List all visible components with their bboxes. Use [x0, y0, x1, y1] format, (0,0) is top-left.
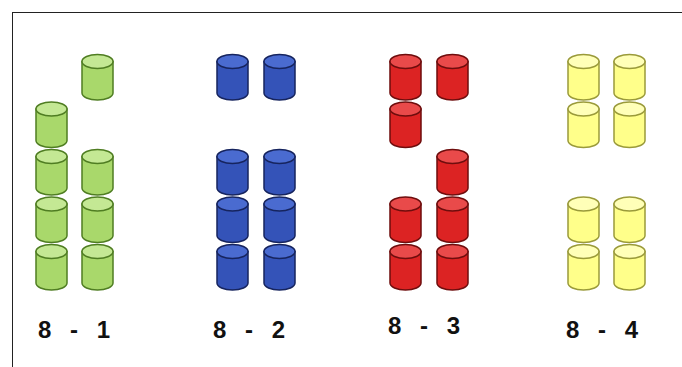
cylinder-top	[217, 55, 248, 69]
cylinder-top	[568, 102, 599, 116]
cylinder-top	[82, 245, 113, 259]
cylinder-top	[390, 102, 421, 116]
cylinder-block	[568, 55, 599, 101]
cylinder-top	[437, 245, 468, 259]
cylinder-block	[614, 197, 645, 243]
cylinder-block	[36, 150, 67, 195]
frame-border	[13, 13, 682, 367]
cylinder-top	[82, 55, 113, 69]
cylinder-top	[390, 197, 421, 211]
cylinder-top	[568, 55, 599, 69]
cylinder-top	[437, 197, 468, 211]
cylinder-top	[82, 150, 113, 164]
cylinder-top	[614, 55, 645, 69]
cylinder-block	[568, 197, 599, 243]
cylinder-block	[437, 245, 468, 291]
cylinder-top	[614, 245, 645, 259]
cylinder-top	[264, 55, 295, 69]
subtraction-label: 8 - 4	[566, 318, 638, 342]
cylinder-block	[568, 102, 599, 148]
cylinder-block	[390, 102, 421, 148]
cylinder-block	[82, 150, 113, 196]
cylinder-block	[264, 245, 295, 291]
cylinder-top	[36, 245, 67, 259]
cylinder-block	[264, 150, 295, 196]
cylinder-block	[82, 55, 113, 101]
cylinder-top	[82, 197, 113, 211]
cylinder-block	[264, 55, 295, 101]
cylinder-top	[437, 150, 468, 164]
cylinder-block	[82, 197, 113, 243]
cylinder-top	[264, 245, 295, 259]
cylinder-block	[36, 245, 67, 290]
cylinder-block	[217, 197, 248, 243]
cylinder-top	[36, 102, 67, 116]
cylinder-top	[437, 55, 468, 69]
cylinder-top	[217, 245, 248, 259]
cylinder-block	[217, 55, 248, 101]
subtraction-label: 8 - 1	[38, 318, 110, 342]
cylinder-top	[568, 197, 599, 211]
cylinder-top	[264, 197, 295, 211]
cylinder-top	[217, 150, 248, 164]
cylinder-block	[614, 55, 645, 101]
cylinder-block	[437, 55, 468, 101]
cylinder-top	[614, 197, 645, 211]
cylinder-top	[264, 150, 295, 164]
cylinder-top	[36, 197, 67, 211]
cylinder-top	[390, 55, 421, 69]
cylinder-block	[390, 245, 421, 291]
cylinder-block	[437, 150, 468, 196]
cylinder-block	[264, 197, 295, 243]
cylinder-block	[36, 197, 67, 242]
cylinder-top	[568, 245, 599, 259]
cylinder-block	[82, 245, 113, 291]
cylinder-top	[36, 150, 67, 164]
cylinder-top	[217, 197, 248, 211]
cylinder-block	[36, 102, 67, 147]
cylinder-block	[437, 197, 468, 243]
cylinder-block	[614, 102, 645, 148]
cylinder-block	[614, 245, 645, 291]
subtraction-label: 8 - 2	[213, 318, 285, 342]
cylinder-block	[568, 245, 599, 291]
cylinder-block	[390, 197, 421, 243]
cylinder-block	[217, 245, 248, 291]
subtraction-label: 8 - 3	[388, 314, 460, 338]
cylinder-block	[390, 55, 421, 101]
cylinder-top	[614, 102, 645, 116]
cylinder-top	[390, 245, 421, 259]
cylinder-block	[217, 150, 248, 196]
